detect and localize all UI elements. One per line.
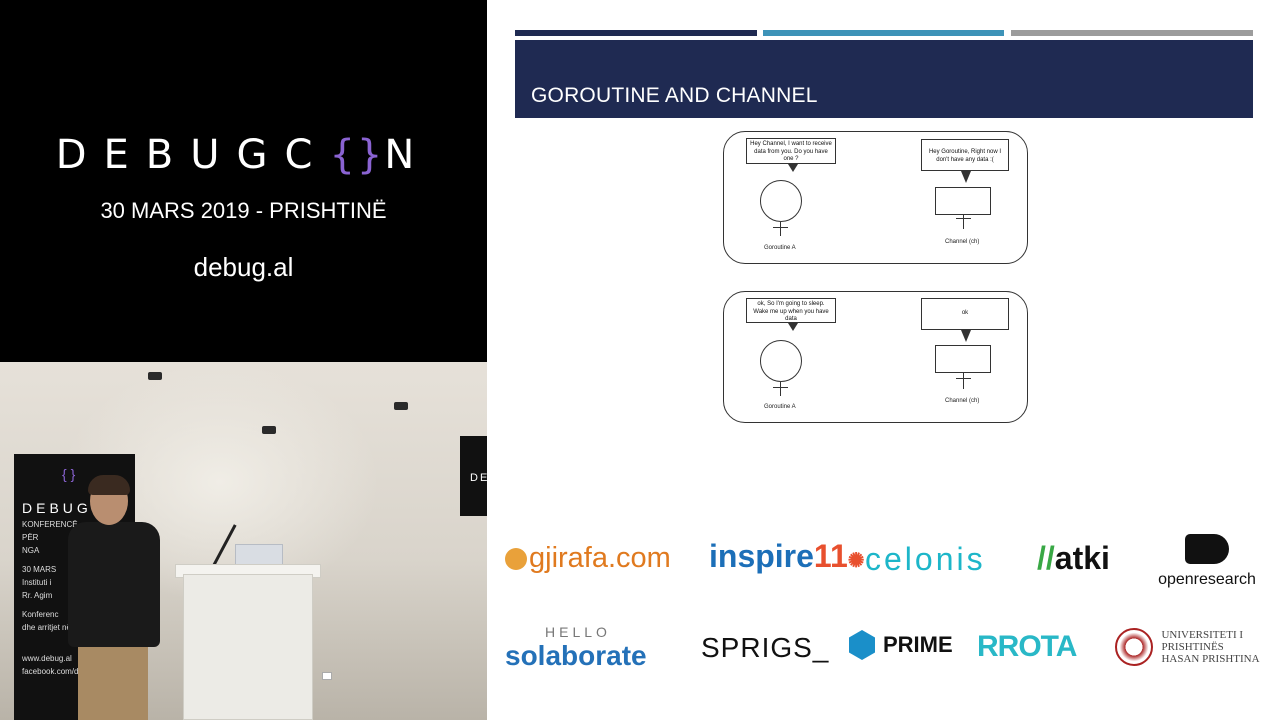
banner-line: KONFERENCË [22,520,78,529]
podium [183,574,313,720]
banner-line: facebook.com/debu [22,667,92,676]
university-seal-icon [1115,628,1153,666]
banner-line: Rr. Agim [22,591,53,600]
bubble-tail [961,330,971,342]
sponsor-university-prishtina: UNIVERSITETI I PRISHTINËS HASAN PRISHTIN… [1115,628,1260,666]
banner-line: Konferenc [22,610,59,619]
goroutine-speech-bubble: Hey Channel, I want to receive data from… [746,138,836,164]
accent-bar-teal [763,30,1004,36]
logo-braces: {} [329,132,385,178]
banner-brand: DEBUG [22,500,92,516]
diagram-sleep-panel: ok, So I'm going to sleep. Wake me up wh… [723,291,1028,423]
ceiling-lamp [148,372,162,380]
ceiling-lamp [262,426,276,434]
bubble-tail [961,171,971,183]
gjirafa-icon [505,548,527,570]
sunburst-icon: ✺ [847,550,865,572]
sponsor-celonis: celonis [865,541,986,577]
sponsor-openresearch: openresearch [1156,534,1258,589]
sponsor-logos: gjirafa.com inspire11✺ celonis //atki op… [487,438,1280,720]
goroutine-head [760,180,802,222]
diagram-request-panel: Hey Channel, I want to receive data from… [723,131,1028,264]
event-date: 30 MARS 2019 - PRISHTINË [100,198,387,223]
slide-title: GOROUTINE AND CHANNEL [531,84,818,107]
banner-line: 30 MARS [22,565,57,574]
sponsor-atki: //atki [1037,540,1110,576]
wall-socket [322,672,332,680]
channel-speech-bubble: ok [921,298,1009,330]
bubble-tail [788,164,798,172]
debugcon-logo: DEBUGC{}N [55,132,432,178]
goroutine-label: Goroutine A [764,404,796,410]
presentation-slide: GOROUTINE AND CHANNEL Hey Channel, I wan… [487,0,1280,438]
openresearch-icon [1185,534,1229,564]
sponsor-solaborate: HELLO solaborate [505,624,647,671]
goroutine-head [760,340,802,382]
channel-box [935,345,991,373]
sponsor-gjirafa: gjirafa.com [505,542,671,575]
sponsor-rrota: RROTA [977,630,1077,663]
banner-line: Instituti i [22,578,52,587]
conference-branding-panel: DEBUGC{}N 30 MARS 2019 - PRISHTINË debug… [0,0,487,362]
channel-label: Channel (ch) [945,398,980,404]
slide-title-band: GOROUTINE AND CHANNEL [515,40,1253,118]
goroutine-label: Goroutine A [764,245,796,251]
channel-label: Channel (ch) [945,239,980,245]
speaker-camera-view: { } DEBUG KONFERENCË PËR NGA 30 MARS Ins… [0,362,487,720]
ceiling-lamp [394,402,408,410]
accent-bar-dark [515,30,757,36]
goroutine-speech-bubble: ok, So I'm going to sleep. Wake me up wh… [746,298,836,323]
channel-box [935,187,991,215]
accent-bar-gray [1011,30,1253,36]
sponsor-prime: PRIME [849,630,953,660]
prime-hexagon-icon [849,630,875,660]
banner-line: PËR [22,533,39,542]
event-url: debug.al [193,252,294,282]
bubble-tail [788,323,798,331]
speaker-figure [60,475,180,720]
channel-speech-bubble: Hey Goroutine, Right now I don't have an… [921,139,1009,171]
sponsor-sprigs: SPRIGS_ [701,632,830,663]
rollup-banner-right: DEB [460,436,487,516]
banner-line: dhe arritjet në [22,623,71,632]
sponsor-inspire11: inspire11✺ [709,538,865,574]
hello-tagline: HELLO [545,624,611,640]
banner-line: NGA [22,546,40,555]
banner-line: www.debug.al [22,654,72,663]
